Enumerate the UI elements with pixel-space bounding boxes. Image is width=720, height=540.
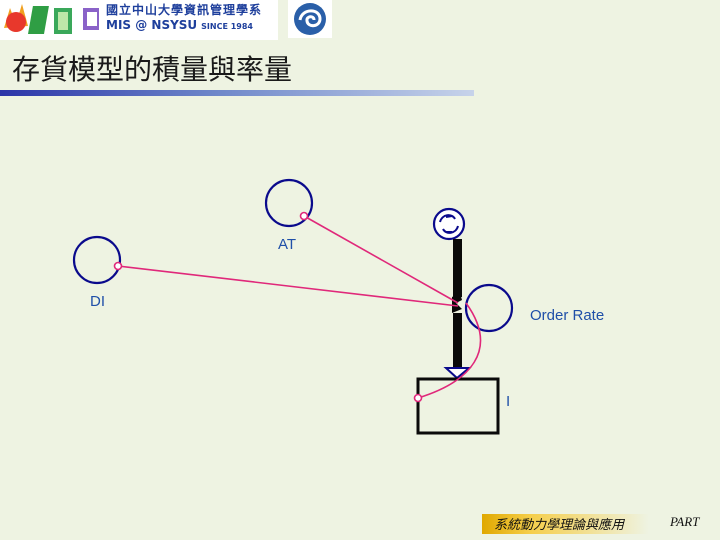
order-rate-circle (464, 283, 514, 333)
di-variable-circle (72, 235, 122, 285)
link-stock-to-order-rate (417, 302, 482, 399)
link-origin-stock (413, 393, 423, 403)
link-at-to-order-rate (303, 215, 459, 304)
flow-pipe-lower (453, 313, 462, 368)
sun-logo-icon (0, 0, 80, 40)
label-stock: I (506, 393, 511, 410)
link-di-to-order-rate (117, 265, 459, 307)
nsysu-swirl-logo-icon (288, 0, 332, 38)
at-variable-circle (264, 178, 314, 228)
valve-icon (452, 293, 462, 313)
label-order-rate: Order Rate (530, 307, 605, 324)
banner-title: 國立中山大學資訊管理學系 (106, 3, 263, 17)
page-title: 存貨模型的積量與率量 (12, 53, 293, 86)
title-rule (0, 90, 474, 96)
stock-box (416, 377, 500, 435)
footer-course-title: 系統動力學理論與應用 (494, 518, 625, 533)
link-origin-di (113, 261, 123, 271)
mis-emblem-icon (83, 8, 99, 30)
banner-since: SINCE 1984 (201, 22, 253, 31)
flow-arrow-head (443, 367, 472, 380)
footer-part-label: PART (670, 514, 700, 529)
label-at: AT (278, 236, 297, 253)
label-di: DI (90, 293, 105, 310)
link-origin-at (299, 211, 309, 221)
footer-bar (482, 514, 720, 534)
banner-mis: MIS @ NSYSU (106, 18, 198, 32)
flow-pipe-upper (453, 239, 462, 297)
cloud-source-icon (432, 207, 466, 241)
